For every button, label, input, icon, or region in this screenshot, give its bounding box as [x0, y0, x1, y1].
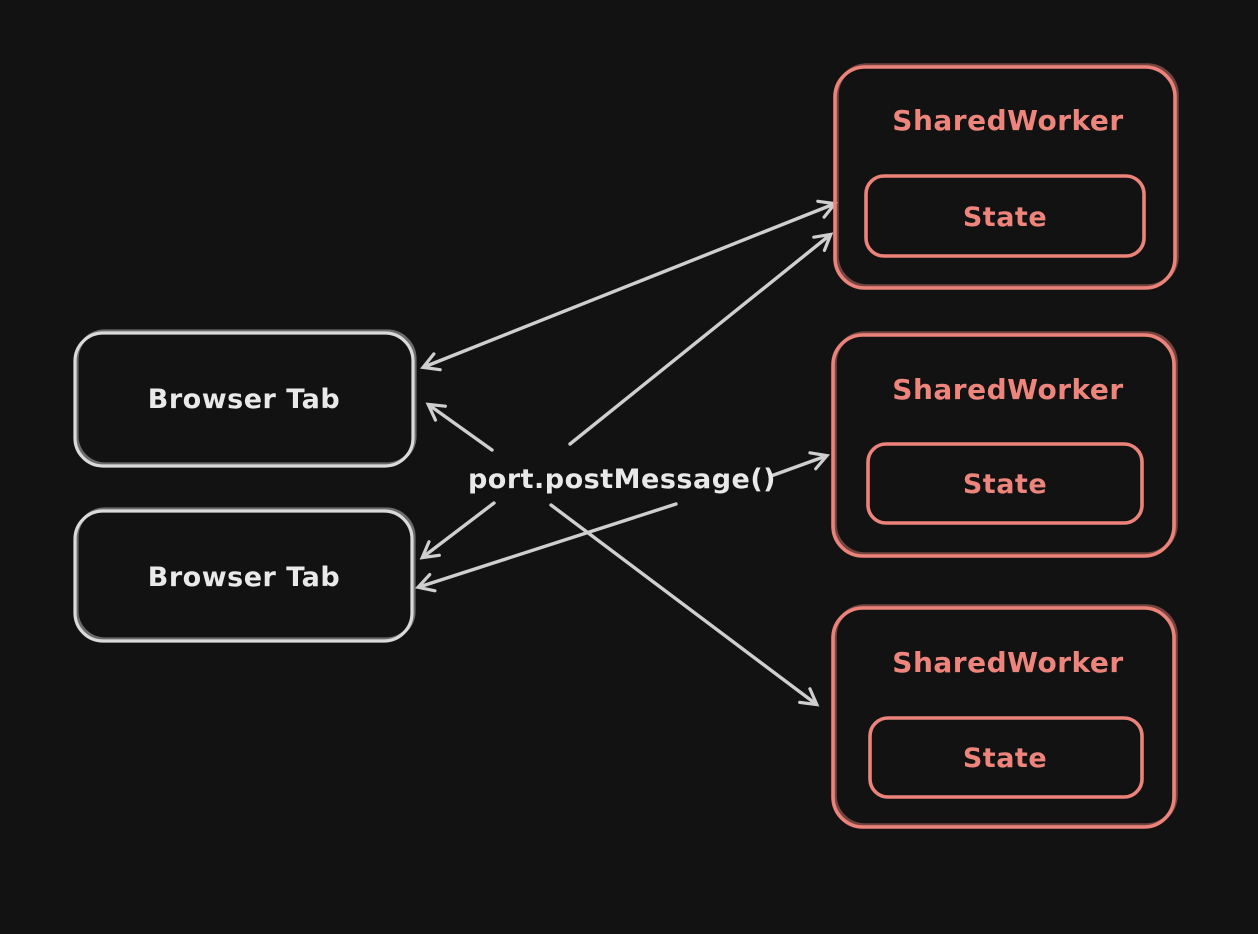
- shared-worker-1-state-label: State: [963, 202, 1047, 233]
- shared-worker-1-box[interactable]: [833, 65, 1177, 290]
- center-label[interactable]: port.postMessage(): [468, 464, 776, 495]
- node-browser-tab-1[interactable]: Browser Tab: [73, 329, 417, 468]
- arrow-center-to-shared-worker-3[interactable]: [549, 503, 820, 707]
- shared-worker-2-state-label: State: [963, 469, 1047, 500]
- arrow-center-to-shared-worker-1[interactable]: [568, 232, 834, 446]
- shared-worker-3-state-label: State: [963, 743, 1047, 774]
- node-shared-worker-2[interactable]: SharedWorker State: [831, 331, 1178, 558]
- browser-tab-1-label: Browser Tab: [148, 384, 340, 415]
- browser-tab-2-label: Browser Tab: [148, 562, 340, 593]
- node-shared-worker-3[interactable]: SharedWorker State: [831, 604, 1178, 829]
- shared-worker-1-box-echo: [835, 63, 1179, 288]
- shared-worker-3-label: SharedWorker: [892, 646, 1123, 679]
- shared-worker-3-state-box[interactable]: [868, 716, 1144, 799]
- shared-worker-1-state-box[interactable]: [864, 174, 1146, 258]
- arrow-center-to-browser-tab-2-lower[interactable]: [414, 502, 678, 593]
- browser-tab-2-box-echo: [75, 507, 416, 641]
- node-browser-tab-2[interactable]: Browser Tab: [73, 507, 416, 643]
- shared-worker-2-label: SharedWorker: [892, 373, 1123, 406]
- arrows-layer: [414, 199, 838, 707]
- arrow-center-to-browser-tab-2-upper[interactable]: [419, 501, 496, 560]
- browser-tab-2-box[interactable]: [73, 509, 414, 643]
- browser-tab-1-box-echo: [75, 329, 417, 466]
- shared-worker-1-label: SharedWorker: [892, 104, 1123, 137]
- arrow-browser-tab-1-shared-worker-1-bidirectional[interactable]: [420, 199, 838, 372]
- shared-worker-2-state-box[interactable]: [866, 442, 1144, 525]
- browser-tab-1-box[interactable]: [73, 331, 415, 468]
- shared-worker-3-box-echo: [833, 604, 1178, 827]
- shared-worker-2-box-echo: [833, 331, 1178, 556]
- arrow-center-to-shared-worker-2[interactable]: [769, 451, 830, 478]
- shared-worker-3-box[interactable]: [831, 606, 1176, 829]
- node-shared-worker-1[interactable]: SharedWorker State: [833, 63, 1179, 290]
- arrow-center-to-browser-tab-1[interactable]: [425, 402, 494, 452]
- shared-worker-2-box[interactable]: [831, 333, 1176, 558]
